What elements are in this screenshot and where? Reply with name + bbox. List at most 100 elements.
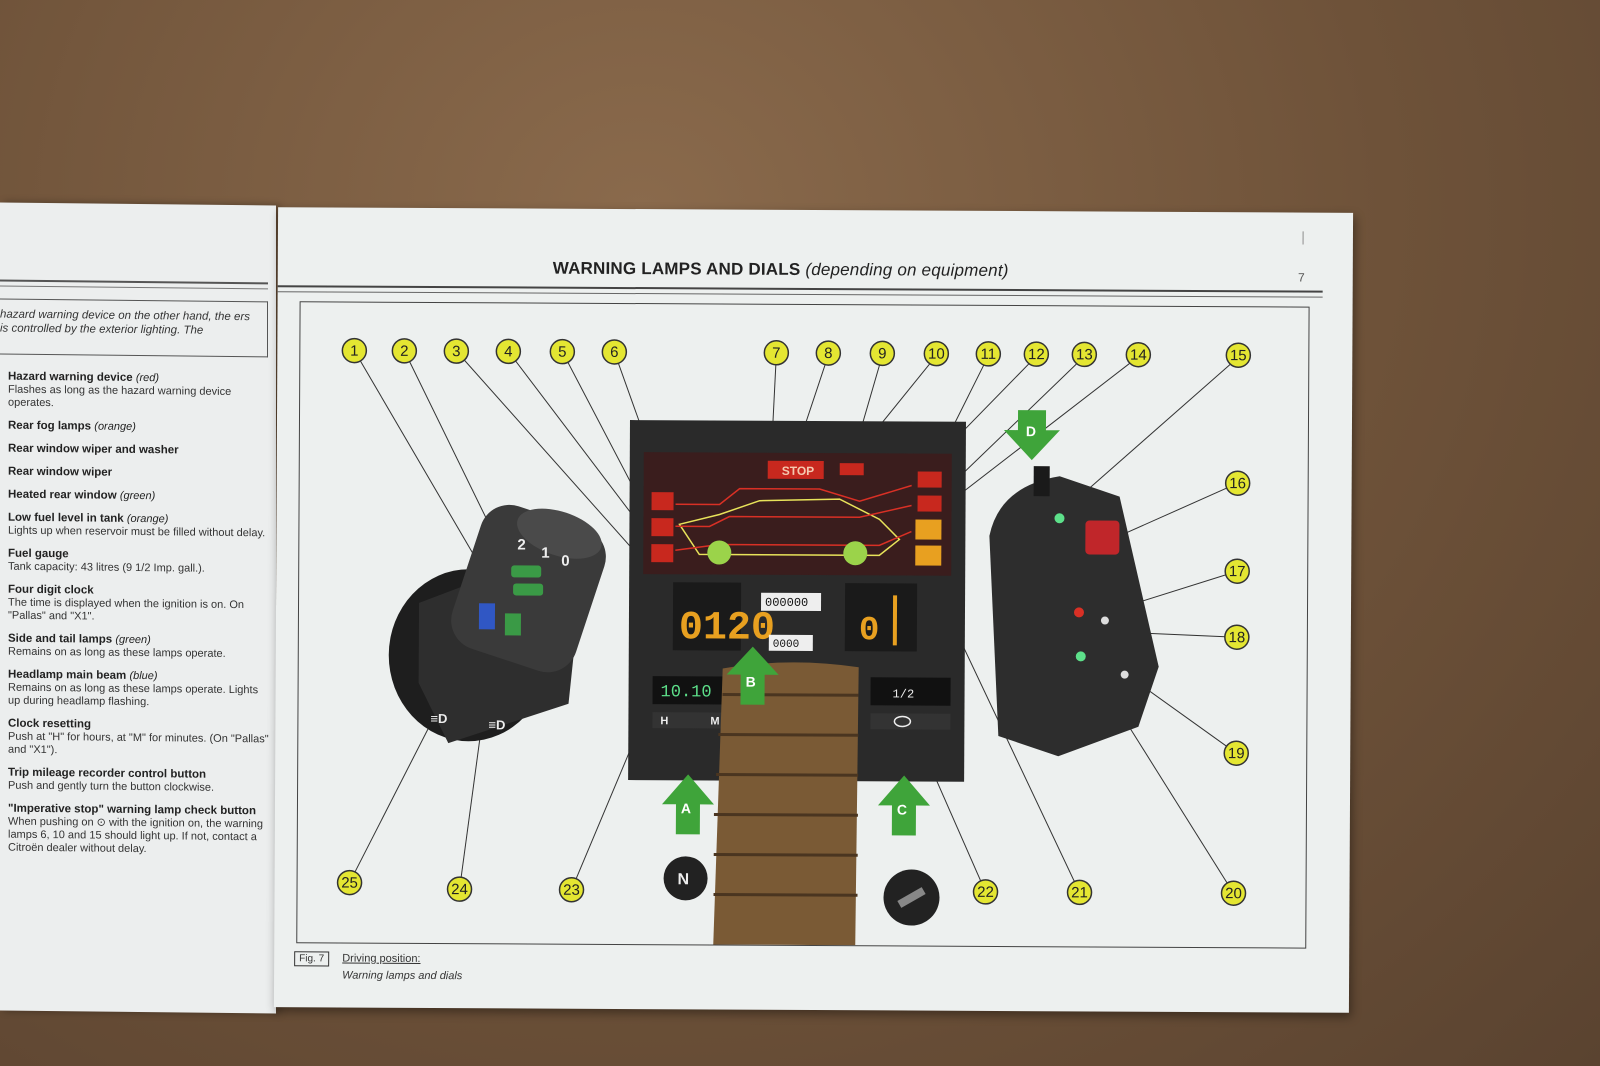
callout-label: 12 xyxy=(1028,346,1045,363)
callout-15: 15 xyxy=(1225,342,1252,368)
callout-9: 9 xyxy=(869,340,896,367)
svg-text:B: B xyxy=(746,674,756,690)
callout-label: 15 xyxy=(1230,347,1247,364)
callout-label: 17 xyxy=(1229,563,1246,580)
arrow-d: D xyxy=(1003,410,1060,461)
legend-item-color: (orange) xyxy=(94,420,136,433)
callout-label: 8 xyxy=(824,345,832,362)
legend-item: Rear fog lamps (orange) xyxy=(8,420,270,436)
callout-label: 24 xyxy=(451,881,468,898)
callout-1: 1 xyxy=(341,337,368,364)
svg-text:C: C xyxy=(897,801,907,817)
page-number: 7 xyxy=(1298,270,1305,285)
legend-item-title: Rear window wiper xyxy=(8,465,113,479)
callout-2: 2 xyxy=(391,338,418,364)
gear-display: 0 xyxy=(859,612,880,650)
svg-text:A: A xyxy=(681,800,691,816)
legend-item-desc: Push at "H" for hours, at "M" for minute… xyxy=(8,730,269,757)
svg-text:≡D: ≡D xyxy=(488,717,505,732)
svg-text:0: 0 xyxy=(561,553,569,570)
callout-label: 11 xyxy=(981,346,997,363)
legend-item: Heated rear window (green) xyxy=(8,489,270,505)
knob-icon xyxy=(663,856,708,901)
legend-item: "Imperative stop" warning lamp check but… xyxy=(8,803,270,858)
legend-item-color: (orange) xyxy=(126,512,169,526)
left-stalk: 2 1 0 ≡D ≡D xyxy=(388,504,606,744)
legend-item-desc: Tank capacity: 43 litres (9 1/2 Imp. gal… xyxy=(8,560,205,575)
legend-item-desc: Flashes as long as the hazard warning de… xyxy=(8,383,232,410)
legend-item-title: Clock resetting xyxy=(8,717,92,731)
callout-18: 18 xyxy=(1224,624,1250,650)
callout-label: 21 xyxy=(1071,884,1088,901)
legend-item-title: Hazard warning device xyxy=(8,370,136,384)
legend-item: Headlamp main beam (blue)Remains on as l… xyxy=(8,669,270,711)
arrow-c: C xyxy=(877,775,930,836)
callout-8: 8 xyxy=(815,340,842,366)
callout-label: 22 xyxy=(977,884,994,901)
legend-item: Rear window wiper xyxy=(8,466,270,482)
figure-frame: 2 1 0 ≡D ≡D STOP xyxy=(296,301,1310,949)
callout-12: 12 xyxy=(1023,341,1050,367)
legend-item-title: Rear window wiper and washer xyxy=(8,442,179,457)
clock-h-button: H xyxy=(660,715,668,727)
legend-item-color: (red) xyxy=(135,371,160,385)
legend-item-desc: When pushing on ⊙ with the ignition on, … xyxy=(8,815,264,856)
callout-13: 13 xyxy=(1071,341,1098,368)
legend-item: Side and tail lamps (green)Remains on as… xyxy=(8,633,270,662)
legend-item-title: Low fuel level in tank xyxy=(8,511,127,525)
callout-3: 3 xyxy=(443,338,470,364)
arrow-a: A xyxy=(661,774,714,835)
fuel-gauge: 1/2 xyxy=(893,687,915,701)
legend-item-desc: The time is displayed when the ignition … xyxy=(8,596,245,623)
callout-6: 6 xyxy=(601,339,628,365)
figure-caption: Fig. 7 Driving position: Warning lamps a… xyxy=(294,951,462,982)
legend-item-title: Four digit clock xyxy=(8,583,94,597)
callout-label: 23 xyxy=(563,882,580,899)
page-title: WARNING LAMPS AND DIALS (depending on eq… xyxy=(553,259,1009,281)
callout-label: 20 xyxy=(1225,885,1242,902)
callout-label: 14 xyxy=(1130,347,1147,364)
legend-item: Four digit clock The time is displayed w… xyxy=(8,584,270,626)
callout-label: 25 xyxy=(341,875,358,892)
callout-label: 9 xyxy=(878,345,886,362)
callout-25: 25 xyxy=(336,869,363,896)
legend-item-title: Fuel gauge xyxy=(8,547,69,561)
callout-5: 5 xyxy=(549,338,576,365)
arrow-b: B xyxy=(726,646,779,705)
callout-23: 23 xyxy=(558,876,585,903)
svg-text:≡D: ≡D xyxy=(430,711,447,726)
stop-label: STOP xyxy=(782,464,815,478)
legend-item-desc: Lights up when reservoir must be filled … xyxy=(8,524,266,540)
corner-mark: | xyxy=(1301,228,1306,245)
svg-text:2: 2 xyxy=(517,536,525,553)
legend-item: Clock resetting Push at "H" for hours, a… xyxy=(8,718,270,760)
divider xyxy=(0,279,268,285)
legend-list: Hazard warning device (red)Flashes as lo… xyxy=(8,371,270,868)
instrument-panel: STOP 0120 000000 0000 xyxy=(628,420,966,782)
legend-item-title: Side and tail lamps xyxy=(8,632,116,646)
legend-item-desc: Remains on as long as these lamps operat… xyxy=(8,681,259,709)
trip-counter: 0000 xyxy=(773,639,799,651)
legend-item-color: (blue) xyxy=(129,669,158,683)
steering-column xyxy=(713,662,859,946)
callout-label: 13 xyxy=(1076,346,1093,363)
callout-label: 6 xyxy=(610,344,618,361)
callout-label: 18 xyxy=(1228,629,1245,646)
legend-item: Low fuel level in tank (orange)Lights up… xyxy=(8,512,270,541)
callout-label: 5 xyxy=(558,344,566,361)
title-text: WARNING LAMPS AND DIALS xyxy=(552,258,801,279)
callout-7: 7 xyxy=(763,340,790,366)
legend-item-title: Trip mileage recorder control button xyxy=(8,766,207,781)
callout-14: 14 xyxy=(1125,341,1152,368)
callout-24: 24 xyxy=(446,876,473,902)
callout-label: 10 xyxy=(928,346,945,363)
callout-label: 2 xyxy=(400,343,408,360)
legend-item-desc: Remains on as long as these lamps operat… xyxy=(8,645,226,660)
callout-4: 4 xyxy=(495,338,522,365)
callout-20: 20 xyxy=(1220,880,1247,906)
title-subtitle: (depending on equipment) xyxy=(805,259,1009,281)
callout-10: 10 xyxy=(923,340,950,367)
svg-text:D: D xyxy=(1026,423,1036,439)
callout-label: 3 xyxy=(452,343,460,360)
legend-item-title: Heated rear window xyxy=(8,488,120,502)
